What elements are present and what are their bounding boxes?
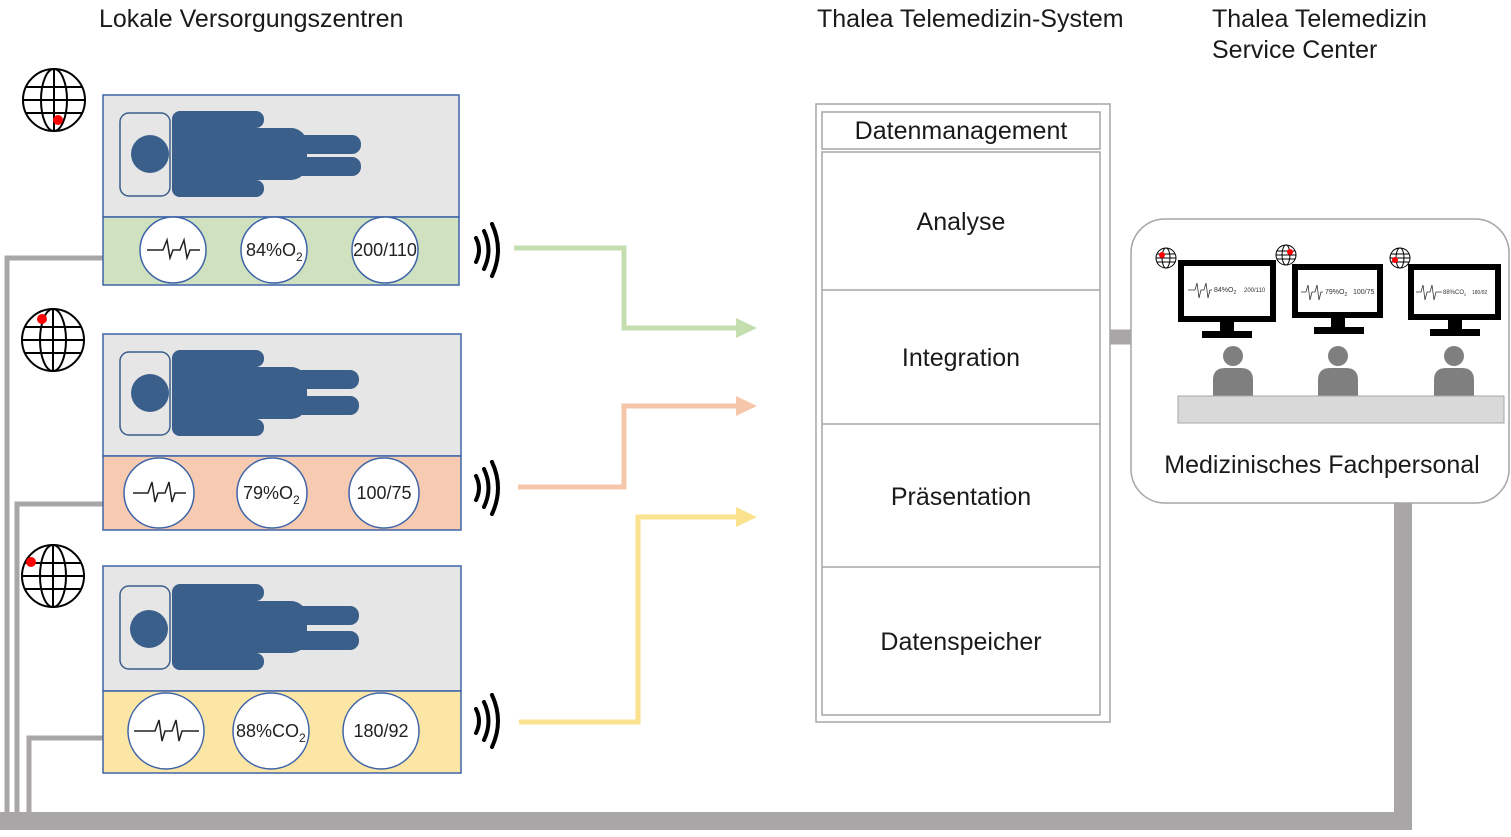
ecg-icon [123, 457, 195, 529]
wireless-signal-icon [474, 460, 500, 516]
patient-figure-icon [119, 111, 361, 197]
layer-analyse: Analyse [917, 208, 1006, 236]
arrow-head [736, 318, 757, 338]
oxygen-value: 88%CO2 [236, 721, 306, 745]
patient-figure-icon [119, 584, 359, 670]
monitor-icon: 88%CO2 180/92 [1408, 264, 1501, 336]
patient-station-2: 79%O2 100/75 [21, 308, 757, 531]
person-icon [1434, 346, 1474, 398]
person-icon [1318, 346, 1358, 398]
oxygen-value: 84%O2 [246, 240, 303, 264]
arrow-head [736, 507, 757, 527]
system-header-box [821, 111, 1101, 150]
patient-station-3: 88%CO2 180/92 [21, 507, 757, 774]
wireless-signal-icon [474, 693, 500, 749]
location-dot [26, 557, 36, 567]
heading-service-center-line1: Thalea Telemedizin [1212, 5, 1427, 33]
monitor-icon: 79%O2 100/75 [1292, 264, 1383, 334]
monitor-blood-pressure: 180/92 [1472, 290, 1488, 296]
monitor-oxygen: 84%O2 [1214, 287, 1236, 296]
monitor-oxygen: 79%O2 [1325, 289, 1347, 298]
globe-icon [21, 308, 85, 372]
heading-local-centers: Lokale Versorgungszentren [99, 5, 403, 33]
network-connectors [0, 255, 1412, 830]
data-flow-arrow [514, 245, 740, 331]
wireless-signal-icon [474, 222, 500, 278]
desk [1177, 395, 1505, 424]
blood-pressure-value: 100/75 [356, 483, 411, 503]
globe-icon [1389, 247, 1411, 269]
globe-icon [22, 68, 86, 132]
layer-praesentation: Präsentation [891, 483, 1031, 511]
globe-icon [21, 544, 85, 608]
monitor-icon: 84%O2 200/110 [1178, 260, 1276, 338]
blood-pressure-value: 200/110 [353, 240, 417, 260]
layer-datenspeicher: Datenspeicher [880, 628, 1041, 656]
location-dot [37, 314, 47, 324]
system-header: Datenmanagement [855, 117, 1068, 145]
globe-icon [1275, 244, 1297, 266]
blood-pressure-value: 180/92 [353, 721, 408, 741]
oxygen-value: 79%O2 [243, 483, 300, 507]
heading-service-center-line2: Service Center [1212, 36, 1377, 64]
monitor-blood-pressure: 100/75 [1353, 289, 1375, 296]
layer-integration: Integration [902, 344, 1020, 372]
service-center-label: Medizinisches Fachpersonal [1164, 451, 1479, 479]
telemedicine-system: Datenmanagement Analyse Integration Präs… [815, 103, 1111, 723]
system-layers-box [821, 151, 1101, 716]
patient-station-1: 84%O2 200/110 [22, 68, 757, 338]
heading-telemedicine-system: Thalea Telemedizin-System [817, 5, 1124, 33]
data-flow-arrow [518, 403, 740, 490]
monitor-oxygen: 88%CO2 [1443, 290, 1467, 297]
globe-icon [1155, 247, 1177, 269]
data-flow-arrow [519, 514, 740, 725]
patient-figure-icon [119, 350, 359, 436]
person-icon [1213, 346, 1253, 398]
location-dot [53, 115, 63, 125]
service-center: 84%O2 200/110 79%O2 100/75 88%CO2 180/92 [1130, 218, 1510, 504]
arrow-head [736, 396, 757, 416]
ecg-icon [127, 692, 205, 770]
monitor-blood-pressure: 200/110 [1244, 288, 1266, 294]
ecg-icon [139, 216, 207, 284]
